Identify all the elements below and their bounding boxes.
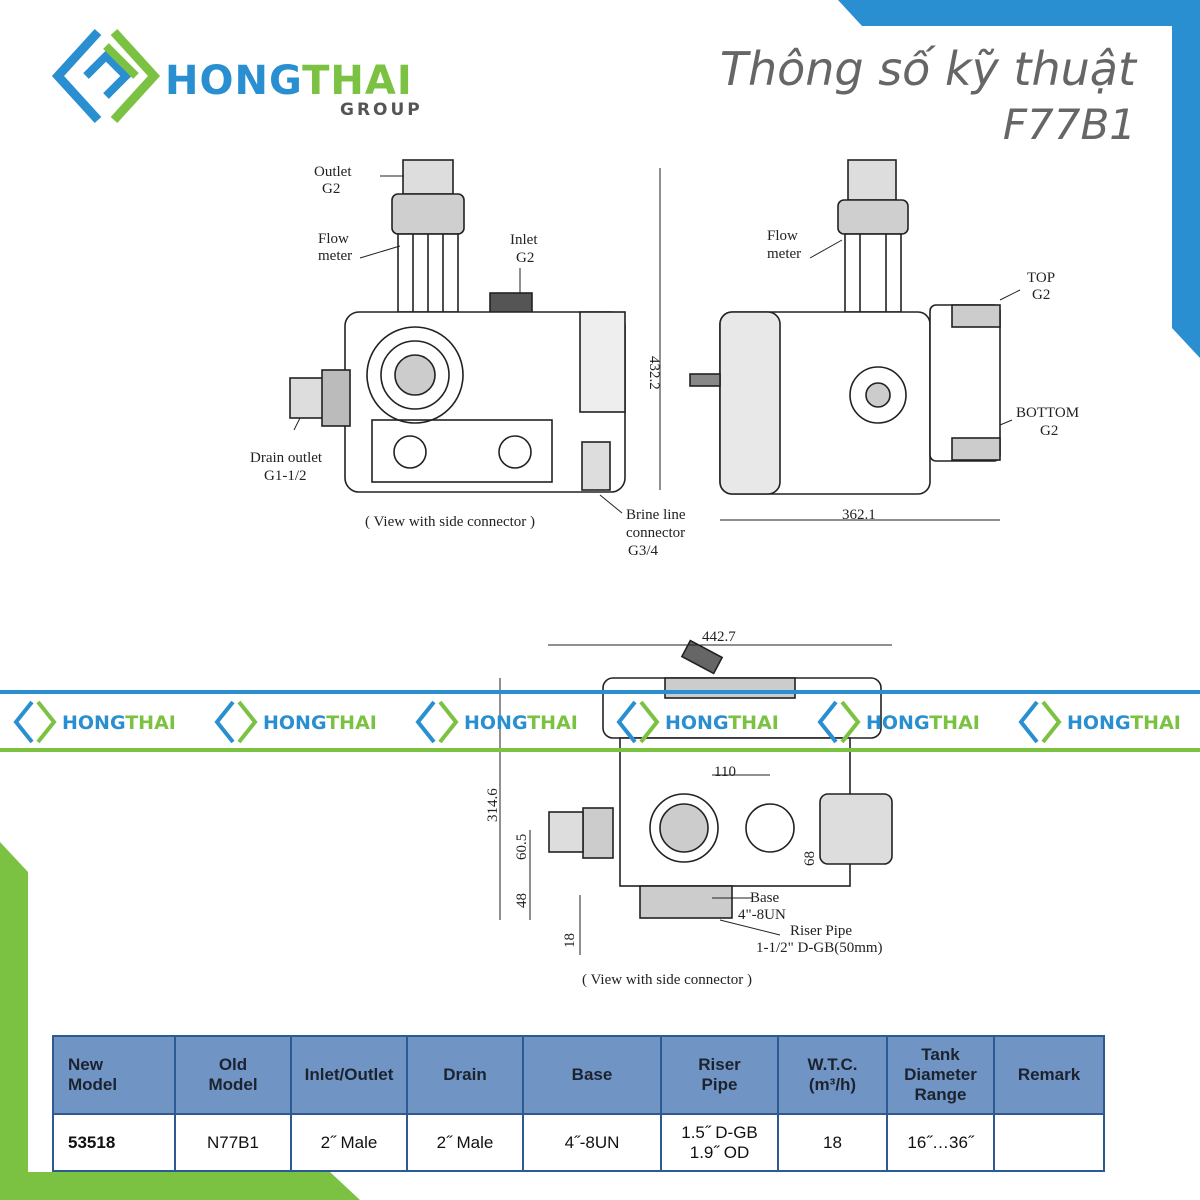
label-drain-outlet: Drain outlet bbox=[250, 450, 323, 466]
cell-remark bbox=[993, 1113, 1105, 1172]
label-base: Base bbox=[750, 890, 780, 906]
label-bottom: BOTTOM bbox=[1016, 405, 1079, 421]
label-inlet: Inlet bbox=[510, 232, 538, 248]
label-dim-60: 60.5 bbox=[514, 834, 530, 860]
watermark-text: HONGTHAI bbox=[1067, 712, 1181, 734]
label-brine-1: Brine line bbox=[626, 507, 686, 523]
view-caption-front: ( View with side connector ) bbox=[365, 514, 535, 530]
watermark-logo-icon bbox=[616, 700, 660, 744]
table-row: 53518 N77B1 2˝ Male 2˝ Male 4˝-8UN 1.5˝ … bbox=[52, 1113, 1105, 1172]
label-dim-18: 18 bbox=[562, 933, 578, 948]
watermark-text: HONGTHAI bbox=[665, 712, 779, 734]
label-riser-spec: 1-1/2" D-GB(50mm) bbox=[756, 940, 883, 956]
label-flow-meter-side-1: Flow bbox=[767, 228, 798, 244]
watermark-text: HONGTHAI bbox=[263, 712, 377, 734]
label-dim-110: 110 bbox=[714, 764, 736, 780]
page-title: Thông số kỹ thuật bbox=[719, 42, 1136, 96]
label-inlet-size: G2 bbox=[516, 250, 534, 266]
hongthai-logo-icon bbox=[52, 28, 161, 124]
label-depth-dim: 362.1 bbox=[842, 507, 876, 523]
label-base-spec: 4"-8UN bbox=[738, 907, 786, 923]
label-drain-size: G1-1/2 bbox=[264, 468, 307, 484]
brand-group-label: GROUP bbox=[340, 100, 423, 120]
header-wtc: W.T.C.(m³/h) bbox=[777, 1035, 888, 1115]
label-width-dim: 442.7 bbox=[702, 629, 736, 645]
cell-inlet-outlet: 2˝ Male bbox=[290, 1113, 408, 1172]
view-caption-top: ( View with side connector ) bbox=[582, 972, 752, 988]
label-flow-meter-2: meter bbox=[318, 248, 352, 264]
label-brine-3: G3/4 bbox=[628, 543, 659, 559]
watermark-text: HONGTHAI bbox=[866, 712, 980, 734]
watermark-band bbox=[0, 690, 1200, 752]
label-top-size: G2 bbox=[1032, 287, 1050, 303]
cell-tank-diameter: 16˝…36˝ bbox=[886, 1113, 995, 1172]
model-title: F77B1 bbox=[1002, 100, 1136, 149]
cell-drain: 2˝ Male bbox=[406, 1113, 524, 1172]
label-flow-meter-side-2: meter bbox=[767, 246, 801, 262]
label-height-dim: 432.2 bbox=[646, 356, 662, 390]
watermark-logo-icon bbox=[817, 700, 861, 744]
watermark-text: HONGTHAI bbox=[62, 712, 176, 734]
cell-base: 4˝-8UN bbox=[522, 1113, 662, 1172]
cell-wtc: 18 bbox=[777, 1113, 888, 1172]
watermark-logo-icon bbox=[415, 700, 459, 744]
header-remark: Remark bbox=[993, 1035, 1105, 1115]
watermark-text: HONGTHAI bbox=[464, 712, 578, 734]
header-inlet-outlet: Inlet/Outlet bbox=[290, 1035, 408, 1115]
label-outlet-size: G2 bbox=[322, 181, 340, 197]
brand-name: HONGTHAI bbox=[165, 58, 413, 104]
label-dim-48: 48 bbox=[514, 893, 530, 908]
header-base: Base bbox=[522, 1035, 662, 1115]
label-dim-68: 68 bbox=[802, 851, 818, 866]
label-bottom-size: G2 bbox=[1040, 423, 1058, 439]
label-brine-2: connector bbox=[626, 525, 685, 541]
cell-new-model: 53518 bbox=[52, 1113, 176, 1172]
label-top: TOP bbox=[1027, 270, 1055, 286]
label-outlet: Outlet bbox=[314, 164, 352, 180]
header-drain: Drain bbox=[406, 1035, 524, 1115]
watermark-logo-icon bbox=[1018, 700, 1062, 744]
label-dim-314: 314.6 bbox=[485, 788, 501, 822]
label-flow-meter-1: Flow bbox=[318, 231, 349, 247]
cell-old-model: N77B1 bbox=[174, 1113, 292, 1172]
watermark-logo-icon bbox=[214, 700, 258, 744]
watermark-logo-icon bbox=[13, 700, 57, 744]
label-riser: Riser Pipe bbox=[790, 923, 852, 939]
